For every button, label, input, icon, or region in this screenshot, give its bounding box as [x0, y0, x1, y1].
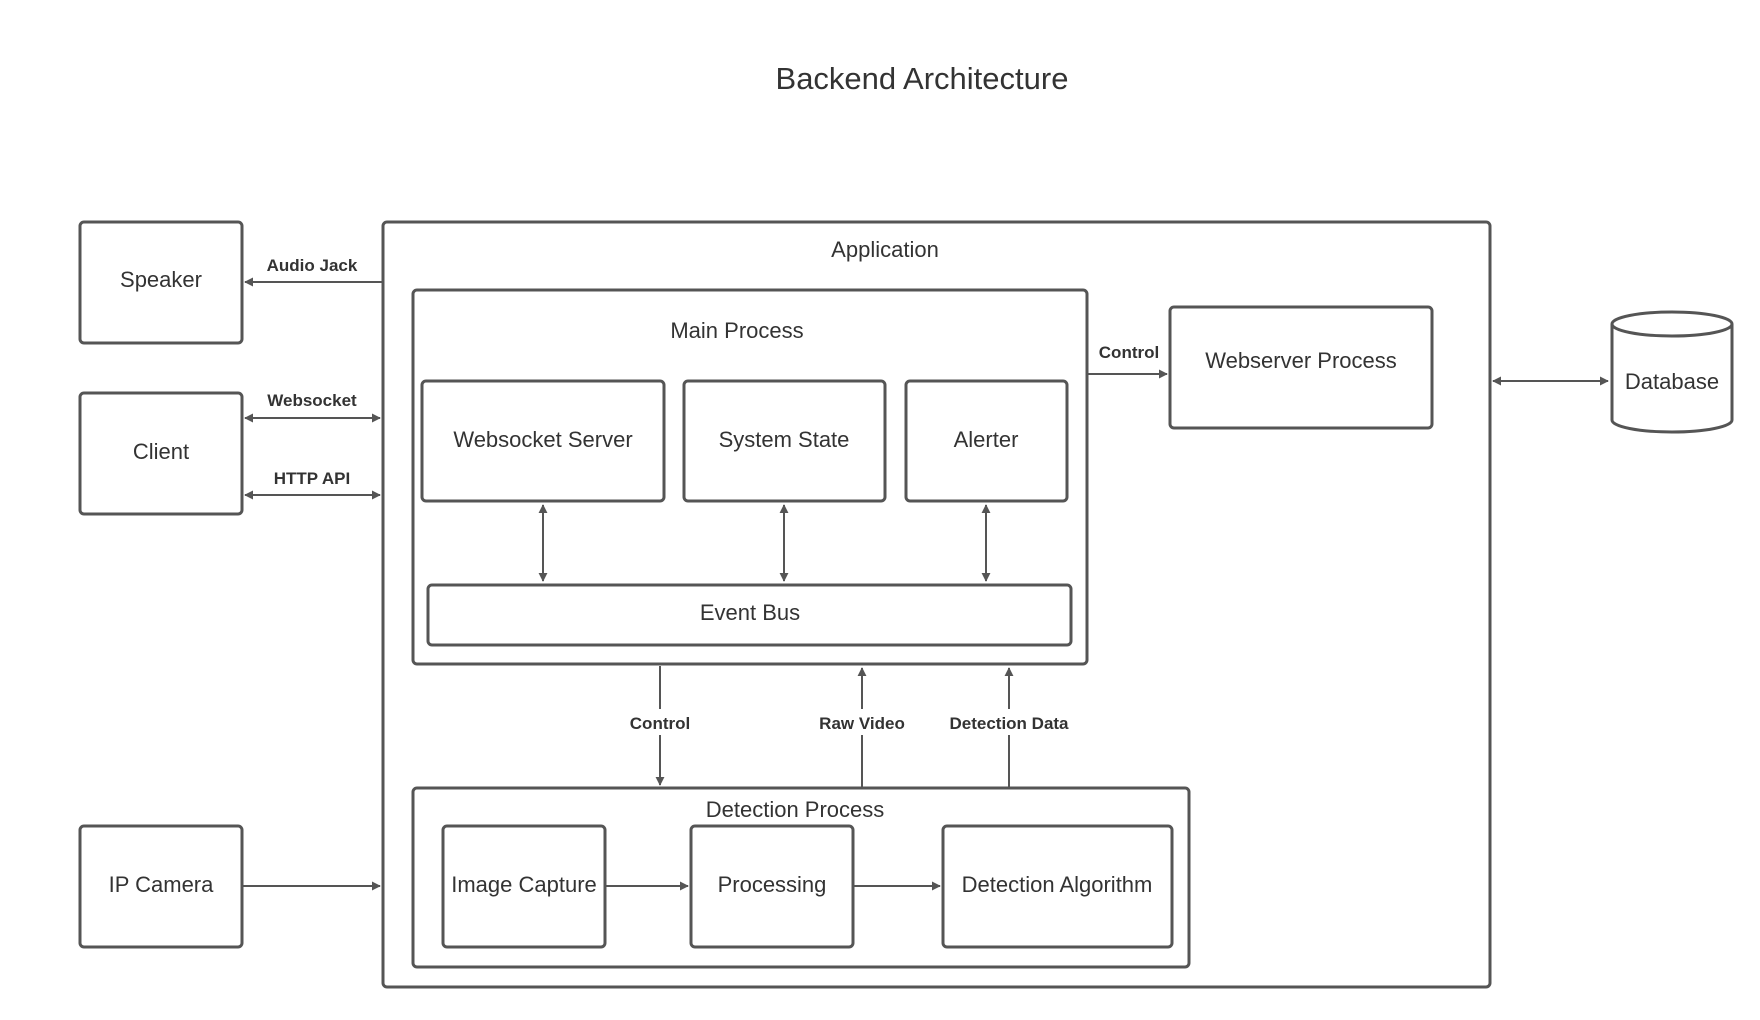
control-detection-label-bg: [620, 709, 700, 735]
alerter-label: Alerter: [954, 427, 1019, 452]
detection-process-label: Detection Process: [706, 797, 885, 822]
detection-data-label: Detection Data: [949, 714, 1069, 733]
websocket-label: Websocket: [267, 391, 357, 410]
audio-jack-label: Audio Jack: [267, 256, 358, 275]
system-state-label: System State: [719, 427, 850, 452]
client-label: Client: [133, 439, 189, 464]
main-process-label: Main Process: [670, 318, 803, 343]
webserver-process-label: Webserver Process: [1205, 348, 1397, 373]
diagram-title: Backend Architecture: [776, 61, 1069, 96]
websocket-server-box: [420, 379, 666, 503]
application-label: Application: [831, 237, 939, 262]
database-label: Database: [1625, 369, 1719, 394]
alerter-box: [904, 379, 1069, 503]
detection-data-label-bg: [940, 709, 1078, 735]
speaker-label: Speaker: [120, 267, 202, 292]
image-capture-label: Image Capture: [451, 872, 597, 897]
ip-camera-label: IP Camera: [109, 872, 215, 897]
http-api-label: HTTP API: [274, 469, 351, 488]
client-box: [78, 391, 244, 516]
event-bus-label: Event Bus: [700, 600, 800, 625]
system-state-box: [682, 379, 887, 503]
control-detection-label: Control: [630, 714, 690, 733]
speaker-box: [78, 220, 244, 345]
database-cylinder-body: [1610, 324, 1734, 434]
webserver-process-box: [1168, 305, 1434, 430]
raw-video-label-bg: [812, 709, 912, 735]
event-bus-box: [426, 583, 1073, 647]
websocket-server-label: Websocket Server: [453, 427, 632, 452]
processing-label: Processing: [718, 872, 827, 897]
database-cylinder-top: [1610, 310, 1734, 338]
detection-algorithm-box: [941, 824, 1174, 949]
raw-video-label: Raw Video: [819, 714, 905, 733]
detection-algorithm-label: Detection Algorithm: [962, 872, 1153, 897]
control-webserver-label: Control: [1099, 343, 1159, 362]
